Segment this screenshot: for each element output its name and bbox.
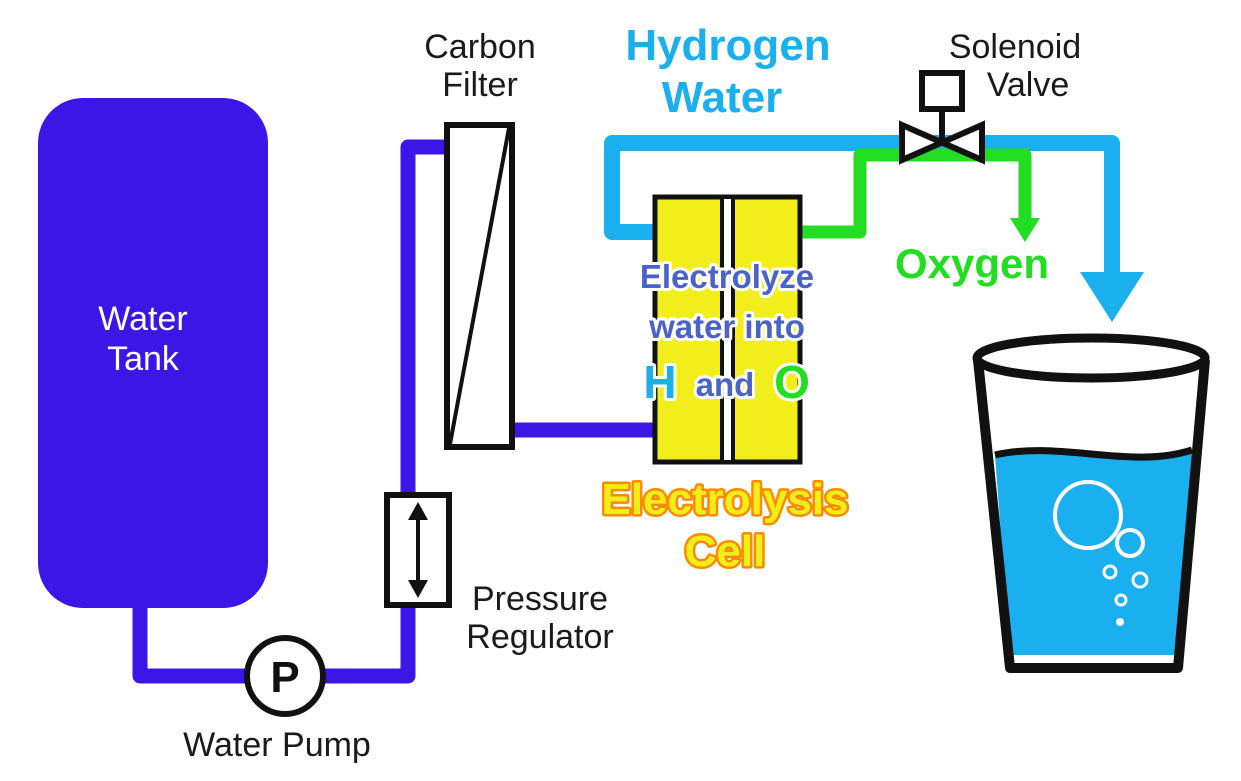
water-line-tank-to-pump (132, 605, 245, 684)
regulator-arrow-down-icon (408, 580, 428, 598)
carbon-filter-label-line2: Filter (442, 66, 518, 104)
solenoid-valve-icon (899, 120, 985, 165)
o-symbol: O (774, 356, 810, 408)
solenoid-valve-label-line1: Solenoid (949, 28, 1081, 66)
and-label: and (696, 366, 755, 403)
water-tank-label-line1: Water (98, 300, 187, 338)
water-pump-label: Water Pump (183, 726, 371, 764)
oxygen-arrow-icon (1010, 218, 1040, 242)
carbon-filter-label-line1: Carbon (424, 28, 536, 66)
filter-diagonal (448, 127, 511, 445)
bubble-icon (1116, 618, 1124, 626)
solenoid-actuator (919, 70, 965, 112)
electrolysis-cell-label-line2: Cell (685, 527, 766, 576)
bubble-icon (1131, 571, 1149, 589)
electrolyze-label-line1: Electrolyze (640, 258, 814, 295)
hydrogen-water-label-line1: Hydrogen (625, 21, 830, 70)
water-pump (244, 635, 326, 717)
electrolysis-cell-label-line1: Electrolysis (601, 475, 848, 524)
glass-body (973, 359, 1210, 673)
water-glass (972, 333, 1210, 673)
h-symbol: H (643, 356, 676, 408)
pressure-regulator-label-line2: Regulator (466, 618, 613, 656)
solenoid-valve-label-line2: Valve (987, 66, 1070, 104)
regulator-arrow-up-icon (408, 502, 428, 520)
hydrogen-line (604, 135, 1120, 280)
bubble-icon (1053, 480, 1123, 550)
bubble-icon (1114, 593, 1128, 607)
pump-symbol: P (270, 653, 299, 702)
water-surface (994, 446, 1194, 461)
oxygen-line (800, 148, 1032, 239)
pressure-regulator-label-line1: Pressure (472, 580, 608, 618)
bubble-icon (1102, 564, 1118, 580)
cell-membrane-gap (724, 199, 731, 460)
electrolyze-label-line2: water into (648, 308, 805, 345)
bubble-icon (1115, 528, 1145, 558)
hydrogen-arrow-icon (1080, 272, 1144, 322)
glass-rim (972, 333, 1210, 383)
hydrogen-water-label-line2: Water (662, 73, 783, 122)
glass-water (995, 450, 1192, 655)
water-tank (38, 98, 268, 608)
water-line-pump-to-filter (325, 139, 447, 684)
water-tank-label-line2: Tank (107, 340, 180, 378)
oxygen-label: Oxygen (895, 240, 1049, 287)
